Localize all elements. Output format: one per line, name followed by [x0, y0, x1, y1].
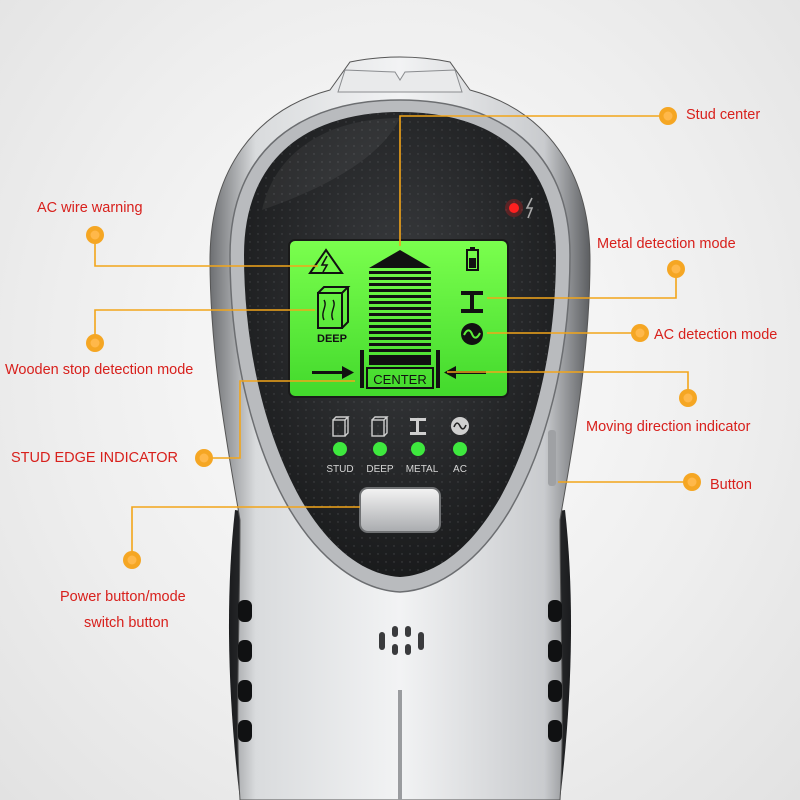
led-deep: [373, 442, 387, 456]
leader-lines: [94, 115, 692, 560]
power-mode-button[interactable]: [359, 487, 441, 533]
mode-label-ac: AC: [453, 464, 467, 475]
mode-leds: [333, 442, 467, 456]
mode-icon-metal: [410, 418, 426, 435]
callout-metal-detection-mode: Metal detection mode: [597, 236, 736, 252]
led-stud: [333, 442, 347, 456]
mode-icon-ac: [451, 417, 469, 435]
power-led: [509, 203, 519, 213]
mode-panel: STUD DEEP METAL AC: [326, 416, 469, 475]
mode-icon-deep: [371, 416, 389, 437]
grip-ridges: [238, 600, 562, 742]
side-button[interactable]: [548, 430, 556, 486]
callout-power-button: Power button/mode switch button: [60, 584, 230, 636]
mode-label-deep: DEEP: [366, 464, 394, 475]
face-gloss: [262, 118, 400, 210]
bottom-slot: [398, 690, 402, 800]
edge-bracket-right: [436, 350, 440, 388]
led-metal: [411, 442, 425, 456]
callout-dots: [86, 107, 701, 569]
edge-bracket-left: [360, 350, 364, 388]
callout-power-button-line1: Power button/mode: [60, 589, 186, 605]
mode-label-metal: METAL: [406, 464, 439, 475]
mode-label-stud: STUD: [326, 464, 353, 475]
signal-bar-graph: [369, 250, 431, 365]
led-ac: [453, 442, 467, 456]
speaker-grille-icon: [379, 626, 424, 655]
lcd-center-label: CENTER: [373, 372, 426, 387]
callout-button: Button: [710, 477, 752, 493]
flash-icon: [525, 197, 534, 219]
callout-power-button-line2: switch button: [84, 615, 169, 631]
lightning-warning-icon: [308, 248, 344, 274]
direction-arrow-left: [312, 366, 354, 379]
metal-i-beam-icon: [461, 291, 483, 313]
mode-icon-stud: [332, 416, 350, 437]
lcd-deep-label: DEEP: [317, 333, 347, 345]
callout-stud-center: Stud center: [686, 107, 761, 123]
callout-ac-wire-warning: AC wire warning: [37, 200, 143, 216]
callout-ac-detection-mode: AC detection mode: [654, 327, 778, 343]
top-notch: [337, 69, 463, 93]
callout-moving-direction-indicator: Moving direction indicator: [586, 419, 751, 435]
lcd-screen: DEEP CENTER: [288, 239, 509, 398]
callout-wooden-stop-detection-mode: Wooden stop detection mode: [5, 362, 194, 378]
callout-stud-edge-indicator: STUD EDGE INDICATOR: [11, 450, 179, 466]
battery-icon: [466, 247, 479, 271]
wood-stud-icon: [317, 286, 351, 329]
ac-wave-icon: [461, 323, 483, 345]
